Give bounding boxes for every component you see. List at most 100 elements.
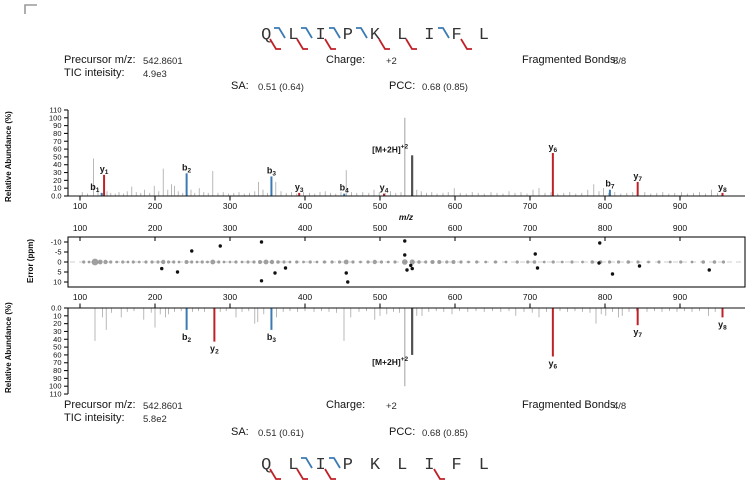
peak-label: y3 — [295, 182, 304, 194]
residue-letter: I — [315, 26, 326, 45]
bond-gap — [436, 18, 451, 54]
bond-gap — [296, 448, 314, 484]
y-ion-marker — [323, 468, 336, 480]
svg-text:100: 100 — [73, 223, 87, 233]
svg-text:500: 500 — [373, 223, 387, 233]
svg-text:50: 50 — [53, 343, 61, 352]
svg-text:400: 400 — [298, 223, 312, 233]
x-axis-title: m/z — [399, 212, 414, 222]
peak-label: b7 — [605, 179, 615, 191]
svg-text:5: 5 — [57, 268, 61, 277]
peak-label: y1 — [100, 164, 109, 176]
peak-label: b2 — [182, 162, 192, 174]
b-ion-marker — [328, 457, 341, 469]
peak-label: [M+2H]+2 — [372, 356, 408, 367]
svg-text:300: 300 — [223, 292, 237, 302]
b-ion-marker — [274, 27, 287, 39]
axes — [64, 109, 745, 201]
residue-letter: K — [369, 456, 381, 475]
svg-text:20: 20 — [53, 176, 61, 185]
peak-label: b1 — [90, 182, 100, 194]
svg-text:700: 700 — [523, 223, 537, 233]
peak-label: b4 — [340, 183, 350, 195]
svg-text:700: 700 — [523, 201, 537, 211]
svg-text:-10: -10 — [51, 238, 62, 247]
bond-gap — [432, 448, 451, 484]
matched-error-points — [82, 258, 726, 266]
svg-text:300: 300 — [223, 223, 237, 233]
svg-text:100: 100 — [49, 382, 62, 391]
sa-label-bottom: SA: — [231, 426, 249, 438]
pcc-label-bottom: PCC: — [389, 426, 416, 438]
bond-gap — [463, 448, 478, 484]
residue-letter: L — [478, 26, 489, 45]
svg-text:10: 10 — [53, 184, 61, 193]
bond-gap — [269, 18, 287, 54]
peak-label: y7 — [633, 171, 642, 183]
y-ion-marker — [269, 468, 282, 480]
residue-letter: Q — [261, 26, 272, 45]
residue-letter: L — [397, 456, 408, 475]
noise-peaks — [81, 117, 718, 196]
residue-letter: F — [451, 26, 462, 45]
bond-gap — [323, 18, 342, 54]
svg-text:0.0: 0.0 — [51, 192, 61, 201]
svg-text:110: 110 — [50, 105, 62, 114]
bond-gap — [381, 448, 396, 484]
svg-text:900: 900 — [673, 201, 687, 211]
charge-value-bottom: +2 — [386, 401, 397, 412]
svg-text:60: 60 — [53, 350, 61, 359]
pcc-label-top: PCC: — [389, 80, 416, 92]
precursor-label-top: Precursor m/z: — [64, 54, 136, 66]
peak-label: y8 — [718, 182, 727, 194]
y-ion-marker — [269, 38, 282, 50]
svg-text:300: 300 — [223, 201, 237, 211]
residue-letter: P — [342, 456, 353, 475]
fragmented-bonds-value-top: 8/8 — [613, 56, 627, 67]
y-ion-marker — [432, 468, 445, 480]
bond-gap — [405, 18, 423, 54]
y-ion-marker — [296, 38, 309, 50]
svg-text:500: 500 — [373, 292, 387, 302]
b-ion-marker — [301, 457, 314, 469]
svg-text:100: 100 — [49, 113, 62, 122]
svg-text:200: 200 — [148, 223, 162, 233]
bond-gap — [323, 448, 342, 484]
svg-text:600: 600 — [448, 292, 462, 302]
svg-text:100: 100 — [73, 201, 87, 211]
bond-gap — [296, 18, 314, 54]
residue-letter: L — [288, 26, 299, 45]
residue-letter: I — [424, 26, 435, 45]
svg-text:90: 90 — [53, 121, 61, 130]
residue-letter: F — [451, 456, 462, 475]
svg-text:900: 900 — [673, 292, 687, 302]
svg-text:80: 80 — [53, 366, 61, 375]
bond-gap — [378, 18, 396, 54]
fragmented-bonds-value-bottom: 4/8 — [613, 401, 627, 412]
svg-text:60: 60 — [53, 145, 61, 154]
residue-letter: K — [369, 26, 381, 45]
svg-text:40: 40 — [53, 335, 61, 344]
peak-label: [M+2H]+2 — [372, 143, 408, 154]
precursor-value-bottom: 542.8601 — [143, 401, 183, 412]
b-ion-marker — [328, 27, 341, 39]
peak-label: b3 — [267, 332, 277, 344]
precursor-label-bottom: Precursor m/z: — [64, 399, 136, 411]
svg-text:-5: -5 — [55, 248, 62, 257]
peak-label: y8 — [718, 319, 727, 331]
residue-letter: I — [315, 456, 326, 475]
axes — [64, 303, 745, 395]
bond-gap — [459, 18, 478, 54]
residue-letter: P — [342, 26, 353, 45]
charge-label-bottom: Charge: — [326, 399, 366, 411]
tic-value-top: 4.9e3 — [143, 69, 167, 80]
svg-text:800: 800 — [598, 223, 612, 233]
crop-artifact-icon — [24, 4, 37, 14]
fragmented-bonds-label-top: Fragmented Bonds: — [522, 54, 619, 66]
